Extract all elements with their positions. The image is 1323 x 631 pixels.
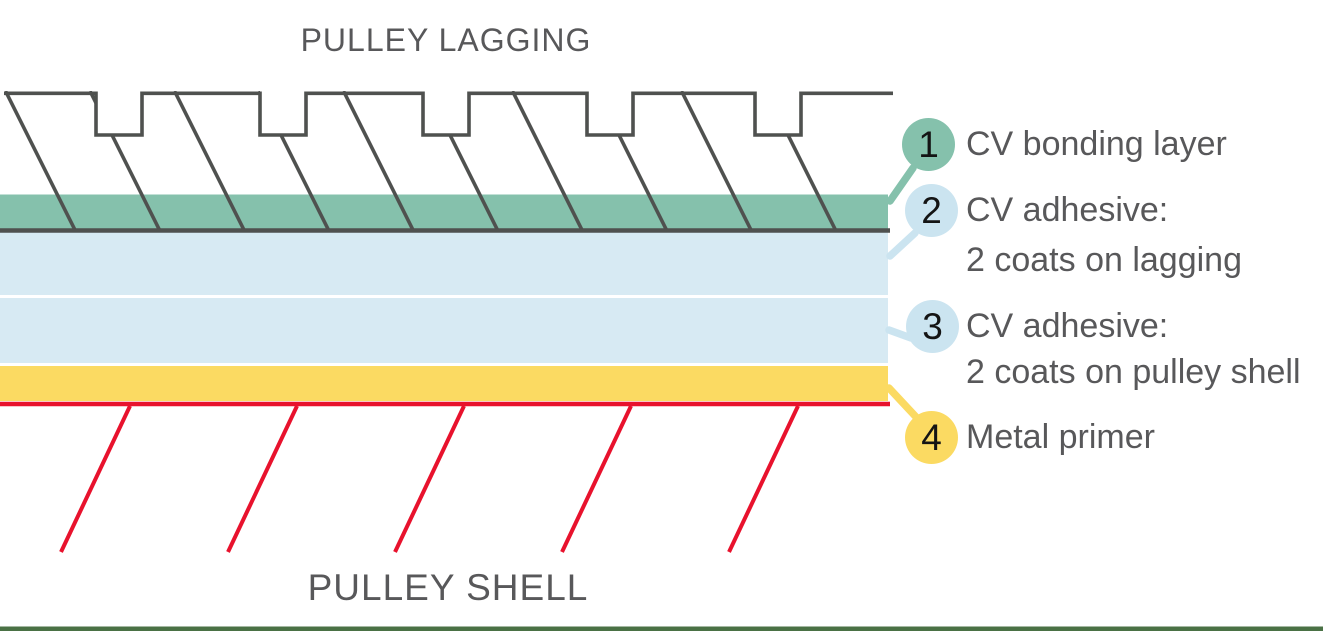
lagging-hatch-line [679,91,753,229]
lagging-hatch-group [4,91,838,229]
legend-number-3: 3 [922,305,943,347]
lagging-hatch-line [510,91,584,229]
cv-adhesive-layer-shell [0,298,888,363]
shell-hatch-group [59,405,800,553]
legend-label-3: CV adhesive: [966,307,1169,345]
cv-bonding-layer [0,194,888,229]
legend-badge-3: 3 [906,300,959,353]
legend-badge-4: 4 [905,411,958,464]
legend-label-3-line2: 2 coats on pulley shell [966,353,1301,391]
shell-hatch-line [226,405,299,553]
metal-primer-layer [0,366,888,401]
legend-badge-2: 2 [905,184,958,237]
legend-number-2: 2 [921,189,942,231]
footer-rule [0,626,1323,631]
legend-label-2: CV adhesive: [966,191,1169,229]
lagging-profile-outline [4,91,893,137]
legend-label-4: Metal primer [966,418,1155,456]
cv-adhesive-layer-lagging [0,232,888,295]
pulley-lagging-title: PULLEY LAGGING [300,22,592,58]
legend-number-4: 4 [921,416,942,458]
legend-badge-1: 1 [902,118,955,171]
pulley-shell-title: PULLEY SHELL [307,567,589,608]
lagging-hatch-line [341,91,415,229]
legend-connectors [885,164,921,422]
legend-number-1: 1 [918,123,939,165]
connector-line-4 [885,384,921,422]
shell-hatch-line [393,405,466,553]
connector-line-1 [886,164,917,205]
shell-hatch-line [560,405,633,553]
lagging-hatch-line [172,91,246,229]
legend-label-2-line2: 2 coats on lagging [966,241,1242,279]
lagging-hatch-line [4,91,77,229]
legend-label-1: CV bonding layer [966,125,1227,163]
connector-line-2 [886,229,919,260]
shell-hatch-line [727,405,800,553]
shell-hatch-line [59,405,132,553]
